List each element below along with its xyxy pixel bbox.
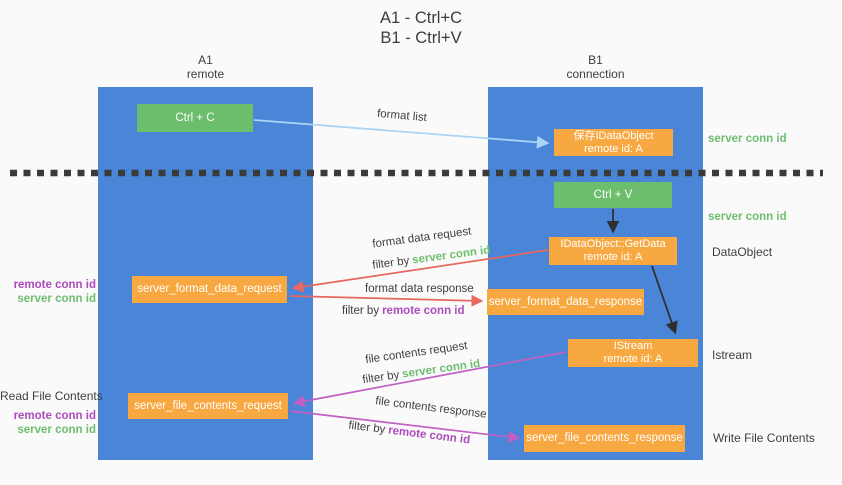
right-label-write-file-contents: Write File Contents: [713, 431, 815, 445]
node-getdata: IDataObject::GetData remote id: A: [549, 237, 677, 265]
node-ctrl-c: Ctrl + C: [137, 104, 253, 132]
edge-label-filter-server-1: filter byserver conn id: [372, 244, 491, 271]
left-label-block-file: Read File Contents remote conn id server…: [0, 389, 103, 437]
title-line-1: A1 - Ctrl+C: [379, 9, 463, 27]
server-conn-id-text: server conn id: [411, 244, 491, 267]
column-b-role: connection: [566, 67, 625, 81]
node-server-format-data-response: server_format_data_response: [487, 289, 644, 315]
edge-label-format-data-request: format data request: [371, 225, 473, 251]
right-label-istream: Istream: [712, 348, 753, 362]
node-getdata-line2: remote id: A: [583, 251, 643, 263]
edge-label-file-contents-response: file contents response: [374, 395, 488, 421]
column-a-role: remote: [186, 67, 225, 81]
filter-by-text: filter by: [361, 369, 401, 387]
server-conn-id-text: server conn id: [401, 357, 481, 381]
node-ctrl-v: Ctrl + V: [554, 182, 672, 208]
left-remote-conn-id-2: remote conn id: [13, 410, 96, 422]
right-label-server-conn-id-mid: server conn id: [708, 211, 787, 223]
column-a-name: A1: [198, 53, 213, 67]
diagram-title: A1 - Ctrl+C B1 - Ctrl+V: [0, 8, 842, 48]
node-istream-line2: remote id: A: [603, 353, 663, 365]
node-getdata-line1: IDataObject::GetData: [560, 238, 666, 250]
node-save-idataobject-line2: remote id: A: [584, 142, 643, 155]
filter-by-text: filter by: [371, 254, 411, 272]
node-istream: IStream remote id: A: [568, 339, 698, 367]
edge-label-format-list: format list: [376, 107, 428, 125]
node-server-file-contents-response: server_file_contents_response: [524, 425, 685, 452]
remote-conn-id-text: remote conn id: [382, 305, 465, 317]
column-a-header: A1 remote: [98, 53, 313, 81]
arrow-format-data-response: [289, 294, 484, 307]
filter-by-text: filter by: [347, 419, 386, 437]
right-label-dataobject: DataObject: [712, 245, 773, 259]
left-label-block-format: remote conn id server conn id: [0, 278, 96, 306]
column-b-header: B1 connection: [488, 53, 703, 81]
filter-by-text: filter by: [342, 305, 380, 317]
node-save-idataobject: 保存IDataObject remote id: A: [554, 129, 673, 156]
remote-conn-id-text: remote conn id: [387, 424, 471, 447]
node-server-file-contents-request: server_file_contents_request: [128, 393, 288, 419]
title-line-2: B1 - Ctrl+V: [380, 29, 462, 47]
edge-label-format-data-response: format data response: [365, 283, 474, 295]
left-remote-conn-id-1: remote conn id: [13, 279, 96, 291]
node-istream-line1: IStream: [613, 340, 653, 352]
column-b-name: B1: [588, 53, 603, 67]
left-server-conn-id-1: server conn id: [17, 293, 96, 305]
right-label-server-conn-id-top: server conn id: [708, 133, 787, 145]
node-save-idataobject-line1: 保存IDataObject: [573, 129, 654, 142]
node-server-format-data-request: server_format_data_request: [132, 276, 287, 303]
left-read-file-contents: Read File Contents: [0, 389, 103, 403]
left-server-conn-id-2: server conn id: [17, 424, 96, 436]
